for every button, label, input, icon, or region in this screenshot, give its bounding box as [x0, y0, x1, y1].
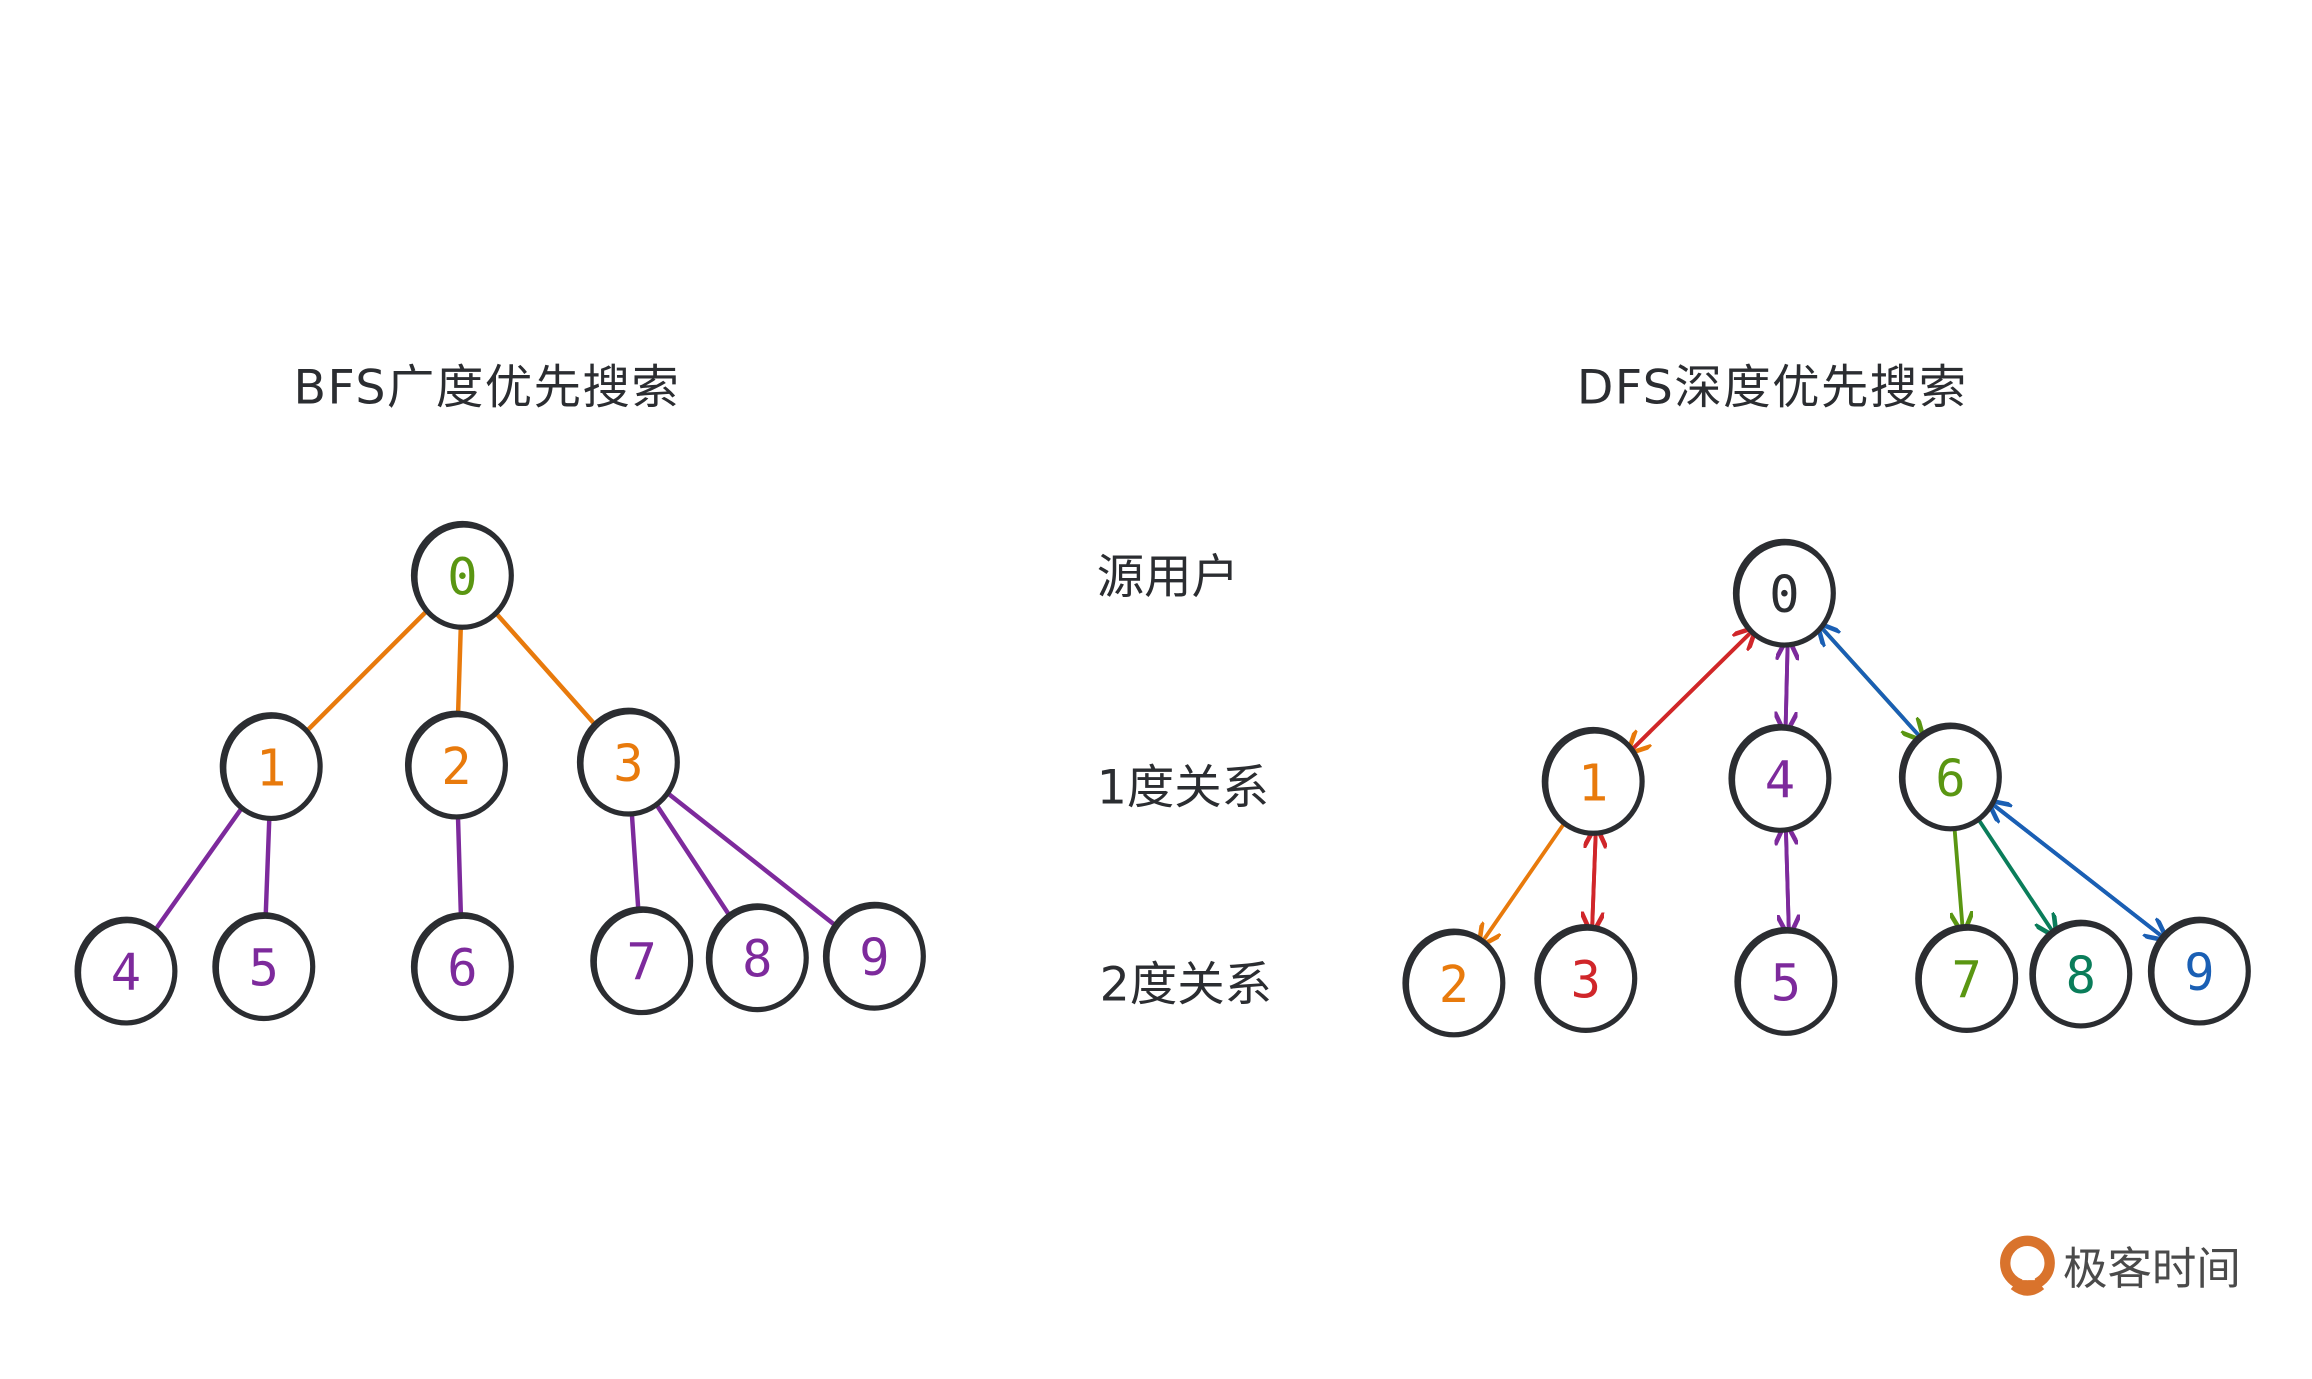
dfs-edge	[1480, 817, 1570, 945]
level-source-label: 源用户	[1097, 550, 1239, 605]
node-circle-sketch	[409, 715, 507, 819]
bfs-edge	[263, 810, 272, 923]
node-label: 2	[1439, 955, 1469, 1014]
node-circle-sketch	[827, 906, 925, 1010]
dfs-edge	[1785, 639, 1787, 735]
bfs-node: 8	[705, 903, 809, 1013]
bfs-edge	[490, 607, 601, 731]
node-circle-sketch	[415, 916, 513, 1020]
node-label: 1	[256, 739, 286, 798]
dfs-node: 2	[1402, 928, 1506, 1038]
node-label: 9	[859, 928, 889, 987]
bfs-node: 6	[410, 912, 514, 1022]
bfs-node: 3	[576, 707, 680, 817]
node-circle-sketch	[581, 712, 679, 816]
node-label: 2	[441, 737, 471, 796]
dfs-node: 4	[1728, 723, 1832, 833]
node-circle-sketch	[1406, 932, 1504, 1036]
dfs-edge	[1973, 813, 2056, 935]
bfs-node: 4	[74, 916, 178, 1026]
bfs-edges	[150, 605, 841, 936]
bfs-edge	[455, 619, 464, 722]
node-circle-sketch	[216, 916, 314, 1020]
node-label: 3	[1571, 950, 1601, 1009]
bfs-edge	[455, 808, 464, 923]
node-label: 5	[1771, 953, 1801, 1012]
node-label: 0	[1769, 565, 1799, 624]
dfs-node: 9	[2147, 916, 2251, 1026]
dfs-title: DFS深度优先搜索	[1577, 360, 1968, 415]
node-label: 4	[1765, 750, 1795, 809]
dfs-node: 8	[2029, 919, 2133, 1029]
node-label: 5	[249, 939, 279, 998]
node-label: 4	[111, 943, 141, 1002]
node-label: 8	[742, 930, 772, 989]
node-circle-sketch	[224, 716, 322, 820]
dfs-edge	[1592, 827, 1596, 935]
bfs-node: 5	[212, 912, 316, 1022]
dfs-node: 1	[1541, 726, 1645, 836]
node-label: 6	[1935, 749, 1965, 808]
dfs-edges	[1480, 624, 2166, 945]
node-circle-sketch	[594, 910, 692, 1014]
dfs-node: 7	[1915, 924, 2019, 1033]
dfs-node: 6	[1898, 722, 2002, 832]
bfs-node: 9	[822, 901, 926, 1011]
dfs-tree: 0 1 4 6 2 3 5 7 8 9	[1402, 538, 2251, 1038]
node-circle-sketch	[415, 525, 513, 629]
node-label: 1	[1578, 753, 1608, 812]
bfs-node: 2	[404, 710, 508, 820]
geektime-logo: 极客时间	[2000, 1235, 2241, 1296]
bfs-edge	[629, 805, 641, 918]
node-label: 6	[447, 939, 477, 998]
bfs-edge	[301, 605, 433, 737]
node-circle-sketch	[1738, 931, 1836, 1035]
bfs-node: 0	[410, 520, 514, 630]
dfs-node: 3	[1534, 924, 1638, 1033]
dfs-edge	[1818, 624, 1925, 742]
bfs-node: 7	[590, 906, 694, 1016]
dfs-edge	[1954, 820, 1963, 933]
node-circle-sketch	[1919, 928, 2017, 1032]
bfs-edge	[662, 788, 841, 931]
node-label: 8	[2066, 946, 2096, 1005]
node-label: 3	[613, 734, 643, 793]
logo-icon	[2000, 1235, 2055, 1296]
dfs-node: 5	[1734, 926, 1838, 1036]
bfs-title: BFS广度优先搜索	[293, 360, 680, 415]
node-circle-sketch	[1737, 543, 1835, 647]
node-circle-sketch	[710, 907, 808, 1011]
dfs-edge	[1989, 802, 2168, 942]
dfs-node: 0	[1732, 538, 1836, 648]
node-label: 9	[2184, 943, 2214, 1002]
dfs-edge	[1786, 824, 1789, 938]
node-circle-sketch	[2033, 924, 2131, 1028]
level-second-degree-label: 2度关系	[1100, 958, 1272, 1013]
node-circle-sketch	[78, 921, 176, 1025]
node-label: 7	[1952, 950, 1982, 1009]
node-circle-sketch	[2152, 921, 2250, 1025]
logo-text: 极客时间	[2063, 1244, 2241, 1295]
node-circle-sketch	[1538, 928, 1636, 1032]
bfs-node: 1	[219, 712, 323, 822]
dfs-edge	[1627, 629, 1755, 755]
level-first-degree-label: 1度关系	[1097, 761, 1269, 816]
bfs-edge	[150, 801, 247, 936]
bfs-edge	[651, 798, 735, 922]
bfs-tree: 0 1 2 3 4 5 6 7 8 9	[74, 520, 926, 1026]
node-circle-sketch	[1546, 731, 1644, 835]
node-label: 0	[447, 547, 477, 606]
node-label: 7	[627, 933, 657, 992]
node-circle-sketch	[1732, 728, 1830, 832]
node-circle-sketch	[1903, 726, 2001, 830]
